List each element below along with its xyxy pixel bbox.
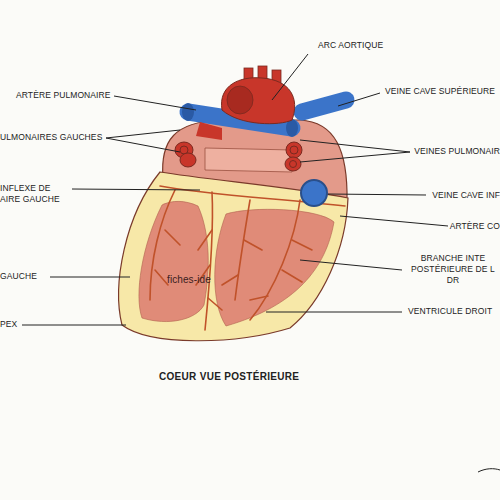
corner-stroke: [478, 469, 500, 472]
part-label: GAUCHE: [0, 271, 37, 282]
left-atrium: [205, 148, 292, 172]
part-label: VEINES PULMONAIR: [414, 146, 500, 157]
part-label: VENTRICULE DROIT: [408, 306, 492, 317]
inferior-vena-cava: [301, 180, 327, 206]
pulmonary-vessel: [196, 122, 222, 140]
aorta-lumen: [227, 86, 253, 114]
caption: COEUR VUE POSTÉRIEURE: [159, 371, 299, 382]
part-label: ARTÈRE PULMONAIRE: [16, 90, 111, 101]
left-ventricle: [139, 201, 208, 321]
part-label: INFLEXE DE AIRE GAUCHE: [0, 183, 64, 205]
part-label: ULMONAIRES GAUCHES: [0, 132, 102, 143]
pulmonary-veins: [175, 142, 302, 171]
right-ventricle: [215, 209, 334, 326]
part-label: VEINE CAVE SUPÉRIEURE: [385, 86, 495, 97]
part-label: ARTÈRE CO: [450, 221, 500, 232]
coronary-arteries: [150, 186, 345, 330]
part-label: ARC AORTIQUE: [318, 40, 383, 51]
watermark: fiches-ide: [167, 274, 211, 285]
ventricles: [119, 172, 348, 341]
part-label: BRANCHE INTE POSTÉRIEURE DE L DR: [406, 253, 500, 286]
part-label: VEINE CAVE INF: [432, 190, 500, 201]
vessel-end: [182, 103, 194, 121]
part-label: PEX: [0, 319, 17, 330]
